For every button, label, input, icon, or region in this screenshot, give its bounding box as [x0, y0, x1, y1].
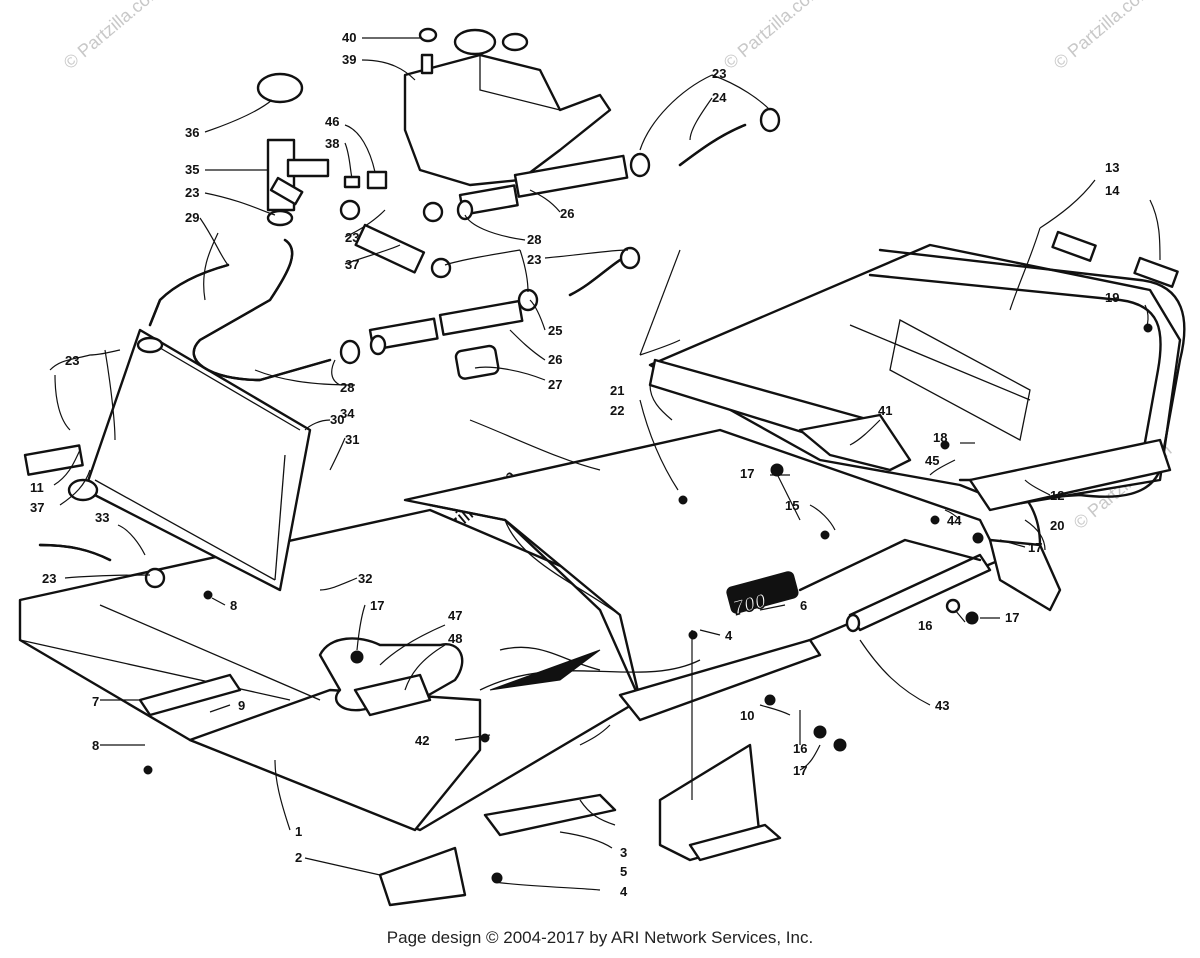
rear-frame	[648, 243, 1186, 612]
callout-24: 24	[712, 90, 727, 105]
callout-16-upper: 16	[918, 618, 932, 633]
callout-2: 2	[295, 850, 302, 865]
callout-25: 25	[548, 323, 562, 338]
callout-39: 39	[342, 52, 356, 67]
callout-1: 1	[295, 824, 302, 839]
callout-23-filler: 23	[185, 185, 199, 200]
callout-45: 45	[925, 453, 939, 468]
hardware	[143, 323, 1153, 884]
callout-38: 38	[325, 136, 339, 151]
radiator-panel	[83, 328, 312, 592]
callout-16-lower: 16	[793, 741, 807, 756]
callout-23-lower-left: 23	[42, 571, 56, 586]
callout-10: 10	[740, 708, 754, 723]
muffler-boot	[318, 637, 464, 717]
callout-30: 30	[330, 412, 344, 427]
watermark-top-center: © Partzilla.com	[720, 0, 826, 73]
callout-20: 20	[1050, 518, 1064, 533]
callout-13: 13	[1105, 160, 1119, 175]
callout-46: 46	[325, 114, 339, 129]
reflectors	[1051, 230, 1179, 288]
callout-23-middle: 23	[527, 252, 541, 267]
callout-29: 29	[185, 210, 199, 225]
callout-4-lower: 4	[620, 884, 628, 899]
filler-neck	[256, 72, 330, 212]
callout-21: 21	[610, 383, 624, 398]
callout-19: 19	[1105, 290, 1119, 305]
callout-4-upper: 4	[725, 628, 733, 643]
callout-8-upper: 8	[230, 598, 237, 613]
callout-23-left: 23	[65, 353, 79, 368]
callout-36: 36	[185, 125, 199, 140]
callout-43: 43	[935, 698, 949, 713]
callout-17-mid: 17	[740, 466, 754, 481]
callout-32: 32	[358, 571, 372, 586]
callout-11: 11	[30, 480, 44, 495]
callout-35: 35	[185, 162, 199, 177]
callout-23-upper-right: 23	[712, 66, 726, 81]
callout-37-upper: 37	[345, 257, 359, 272]
callout-23-left-middle: 23	[345, 230, 359, 245]
mount-plate	[658, 743, 782, 862]
callout-17-boot: 17	[370, 598, 384, 613]
clamps	[67, 107, 781, 589]
callout-47: 47	[448, 608, 462, 623]
small-plates	[138, 673, 617, 907]
callout-28-lower: 28	[340, 380, 354, 395]
callout-8-lower: 8	[92, 738, 99, 753]
callout-22: 22	[610, 403, 624, 418]
callout-34: 34	[340, 406, 355, 421]
rear-bar	[798, 538, 992, 633]
callout-37-lower: 37	[30, 500, 44, 515]
watermark-top-right: © Partzilla.com	[1050, 0, 1156, 73]
callout-6: 6	[800, 598, 807, 613]
callout-12: 12	[1050, 488, 1064, 503]
callout-15: 15	[785, 498, 799, 513]
callout-44: 44	[947, 513, 962, 528]
callout-17-right: 17	[1028, 540, 1042, 555]
watermark-top-left: © Partzilla.com	[60, 0, 166, 73]
callout-9: 9	[238, 698, 245, 713]
coolant-tank	[403, 27, 612, 187]
callout-26-lower: 26	[548, 352, 562, 367]
callouts: 40 39 36 35 23 29 46 38 23 24 26 28 23 2…	[30, 30, 1120, 899]
model-badge: 700	[726, 571, 799, 621]
callout-3: 3	[620, 845, 627, 860]
callout-41: 41	[878, 403, 892, 418]
callout-7: 7	[92, 694, 99, 709]
callout-31: 31	[345, 432, 359, 447]
copyright-footer: Page design © 2004-2017 by ARI Network S…	[386, 928, 814, 947]
callout-5: 5	[620, 864, 627, 879]
callout-28-upper: 28	[527, 232, 541, 247]
callout-26-upper: 26	[560, 206, 574, 221]
callout-42: 42	[415, 733, 429, 748]
callout-48: 48	[448, 631, 462, 646]
callout-40: 40	[342, 30, 356, 45]
callout-14: 14	[1105, 183, 1120, 198]
callout-27: 27	[548, 377, 562, 392]
callout-17-right-lower: 17	[1005, 610, 1019, 625]
callout-33: 33	[95, 510, 109, 525]
callout-17-lower: 17	[793, 763, 807, 778]
callout-18: 18	[933, 430, 947, 445]
